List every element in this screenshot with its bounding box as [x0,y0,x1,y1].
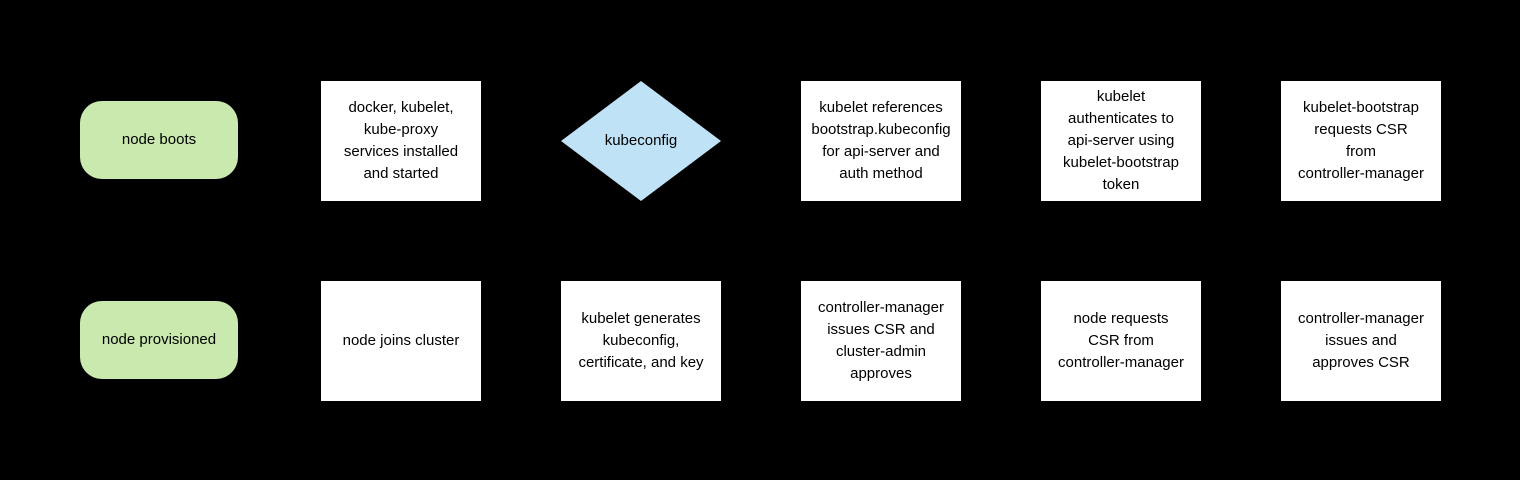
node-shape-process[interactable]: node requests CSR from controller-manage… [1041,281,1201,401]
node-shape-process[interactable]: controller-manager issues and approves C… [1281,281,1441,401]
node-label: node provisioned [101,331,217,348]
node-label: kubelet-bootstrap requests CSR from cont… [1298,99,1424,182]
node-shape-process[interactable]: node joins cluster [321,281,481,401]
node-label: kubelet references bootstrap.kubeconfig … [811,99,951,182]
node-shape-terminator[interactable]: node boots [80,101,238,179]
node-shape-process[interactable]: docker, kubelet, kube-proxy services ins… [321,81,481,201]
node-shape-terminator[interactable]: node provisioned [80,301,238,379]
node-shape-decision[interactable]: kubeconfig [561,81,721,201]
node-label: controller-manager issues CSR and cluste… [818,299,944,382]
node-label: node requests CSR from controller-manage… [1058,310,1184,371]
node-label: kubelet authenticates to api-server usin… [1063,88,1179,193]
node-label: docker, kubelet, kube-proxy services ins… [343,99,459,182]
node-shape-process[interactable]: controller-manager issues CSR and cluste… [801,281,961,401]
node-shape-process[interactable]: kubelet generates kubeconfig, certificat… [561,281,721,401]
node-shape-process[interactable]: kubelet references bootstrap.kubeconfig … [801,81,961,201]
node-label: kubeconfig [604,132,678,149]
node-label: node joins cluster [342,332,460,349]
node-label: controller-manager issues and approves C… [1298,310,1424,371]
node-shape-process[interactable]: kubelet authenticates to api-server usin… [1041,81,1201,201]
node-shape-process[interactable]: kubelet-bootstrap requests CSR from cont… [1281,81,1441,201]
node-label: kubelet generates kubeconfig, certificat… [578,310,704,371]
node-label: node boots [121,131,197,148]
